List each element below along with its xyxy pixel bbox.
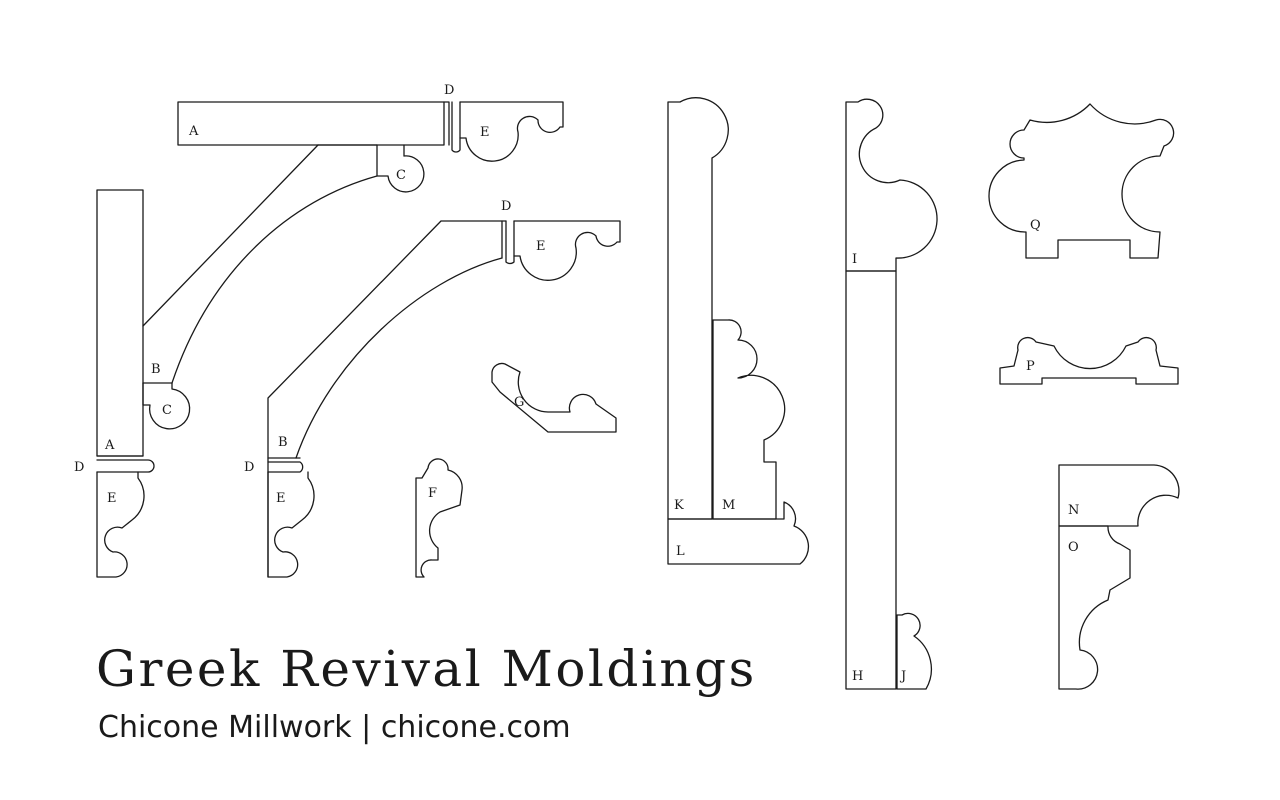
label-e-2: E [276,491,286,506]
label-q: Q [1030,218,1041,233]
profile-beam-2 [267,220,507,578]
label-b-left: B [151,362,161,377]
profile-d-2top [501,220,515,265]
label-k: K [674,498,684,513]
profile-j [896,612,933,690]
profile-e-top [459,101,564,162]
label-d-left: D [74,460,84,475]
profile-m [712,319,786,520]
label-o: O [1068,540,1079,555]
profile-a-post [96,189,144,457]
label-a-post: A [104,438,115,453]
label-g: G [514,395,524,410]
label-e-2top: E [536,239,546,254]
assembly-baseboard [667,97,810,565]
profile-brace-diagonal [142,144,319,327]
profile-d-top [443,101,461,153]
diagram-title: Greek Revival Moldings [96,640,757,698]
label-i: I [852,252,857,267]
profile-q [988,103,1175,259]
assembly-casing [845,98,938,690]
profile-k [667,97,729,520]
label-c-lower: C [162,403,172,418]
profile-labels: A D E C B C A D E D E B D E G F K M L I … [74,83,1079,684]
assembly-no [1058,464,1180,690]
profile-e-left [96,471,145,578]
label-j: J [899,669,906,684]
profile-p [999,336,1179,385]
profile-l [667,501,810,565]
label-b-2: B [278,435,288,450]
label-d-top: D [444,83,454,98]
label-d-2: D [244,460,254,475]
assembly-cornice-large [96,101,564,578]
label-c-upper: C [396,168,406,183]
profile-o [1058,525,1131,690]
profile-n [1058,464,1180,527]
profile-g [491,362,617,433]
profile-e-2top [513,220,621,281]
label-e-top: E [480,125,490,140]
label-f: F [428,486,437,501]
profile-h [845,270,897,690]
profile-d-2 [267,461,304,473]
company-credit: Chicone Millwork | chicone.com [98,710,571,745]
profile-a-top [177,101,445,146]
profile-f [415,458,463,578]
label-m: M [722,498,735,513]
profile-i [845,98,938,272]
profile-d-left [96,455,155,473]
label-p: P [1026,359,1035,374]
assembly-cornice-small [267,220,621,578]
label-a-top: A [188,124,199,139]
profile-arc-2 [295,257,503,459]
profile-c-upper [376,144,425,193]
label-e-left: E [107,491,117,506]
profile-brace-arc [171,175,378,384]
label-d-2top: D [501,199,511,214]
label-n: N [1068,503,1079,518]
label-l: L [676,544,685,559]
profile-e-2 [267,471,315,578]
profile-c-lower [142,382,191,430]
label-h: H [852,669,863,684]
